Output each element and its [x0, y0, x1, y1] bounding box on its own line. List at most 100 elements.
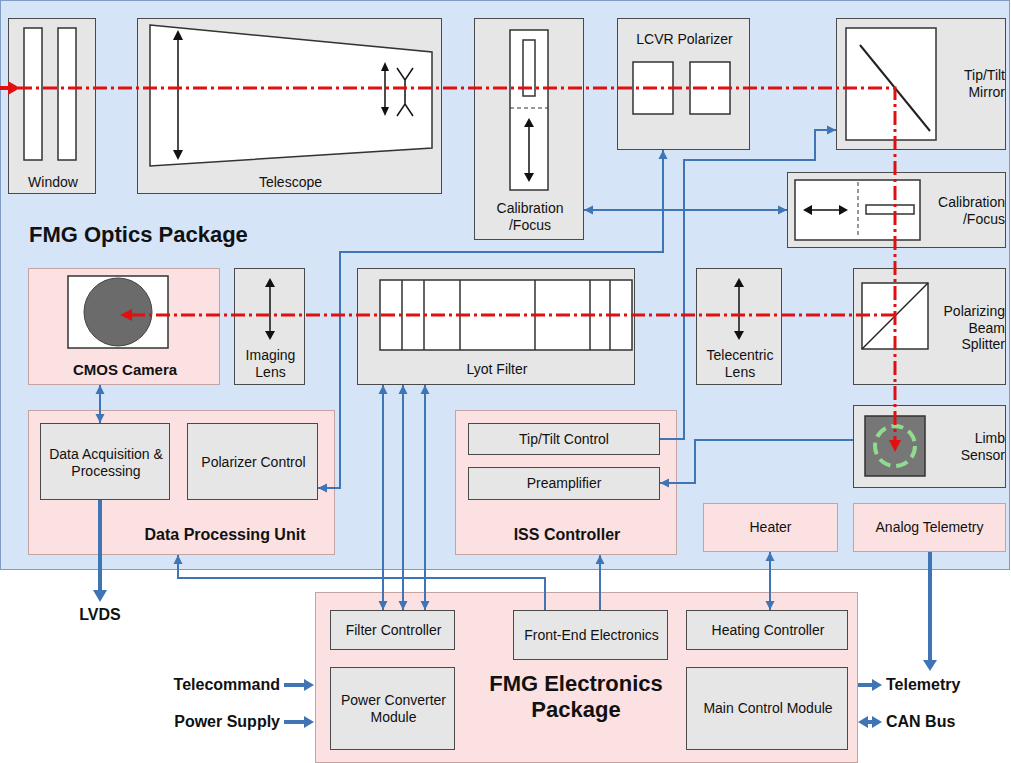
signal-label: LVDS — [79, 605, 120, 624]
signal-arrowhead — [872, 679, 882, 691]
text-area: Heating Controller — [689, 611, 847, 649]
connector-arrowhead — [766, 552, 775, 561]
text-area: FMG Optics Package — [29, 219, 309, 251]
text-area: Heater — [704, 504, 837, 551]
power-supply-line — [284, 720, 306, 724]
signal-connector — [174, 555, 546, 610]
lens-symbol — [269, 284, 271, 334]
connector-arrowhead — [379, 385, 388, 394]
text-area: Telescope — [138, 169, 443, 195]
component-box: Main Control Module — [686, 667, 848, 750]
focus-lens-symbol — [528, 124, 530, 176]
telescope-tube — [150, 25, 432, 166]
signal-connector — [766, 552, 775, 610]
component-label: Window — [28, 174, 78, 191]
lens-arrowhead — [524, 173, 534, 182]
text-area: Front-End Electronics — [516, 611, 667, 659]
calibration-mechanism — [795, 180, 920, 240]
lens-symbol — [738, 284, 740, 334]
unit-title: Data Processing Unit — [145, 525, 306, 544]
text-area: Calibration /Focus — [928, 181, 1005, 241]
lens-arrowhead — [734, 331, 744, 340]
window-pane — [58, 28, 76, 160]
lens-arrowhead — [734, 278, 744, 287]
component-box: Preamplifier — [468, 467, 660, 500]
connector-arrowhead — [584, 206, 593, 215]
text-area: Window — [9, 169, 97, 195]
concave-lens-symbol — [397, 68, 413, 116]
text-area: Power Converter Module — [335, 668, 452, 749]
connector-arrowhead — [778, 206, 787, 215]
solar-disk-image — [84, 278, 152, 346]
text-area: Data Processing Unit — [119, 521, 331, 549]
light-arrowhead — [8, 81, 20, 95]
text-area: Tip/Tilt Control — [469, 424, 659, 454]
connector-arrowhead — [174, 555, 183, 564]
camera-sensor — [68, 276, 168, 348]
component-label: Calibration /Focus — [475, 200, 585, 234]
lens-arrowhead — [265, 278, 275, 287]
connector-line — [660, 130, 836, 439]
component-label: Polarizer Control — [201, 454, 305, 471]
signal-arrowhead — [872, 716, 882, 728]
connector-arrowhead — [399, 385, 408, 394]
signal-arrowhead — [923, 660, 937, 671]
light-arrowhead — [120, 309, 132, 321]
lens-arrowhead — [173, 150, 183, 160]
text-area: LCVR Polarizer — [618, 27, 751, 51]
focus-lens-symbol — [809, 209, 842, 211]
component-label: Front-End Electronics — [524, 627, 659, 644]
component-label: Calibration /Focus — [928, 194, 1005, 228]
connector-line — [318, 150, 663, 488]
lens-arrowhead — [524, 118, 534, 127]
dashed-divider — [510, 108, 548, 109]
text-area: Polarizer Control — [192, 428, 315, 497]
text-area: Preamplifier — [469, 468, 659, 499]
component-box: Filter Controller — [330, 610, 455, 650]
lens-arrowhead — [173, 30, 183, 40]
component-box: Front-End Electronics — [513, 610, 668, 660]
text-area: ISS Controller — [456, 521, 678, 549]
component-label: Data Acquisition & Processing — [45, 446, 167, 480]
text-area: Polarizing Beam Splitter — [936, 289, 1005, 367]
text-area: Telemetry — [886, 674, 1006, 696]
signal-label: CAN Bus — [886, 712, 955, 731]
text-area: Analog Telemetry — [854, 504, 1005, 551]
component-label: Heater — [749, 519, 791, 536]
unit-title: FMG Electronics Package — [466, 671, 686, 724]
telemetry-line — [858, 683, 874, 687]
signal-label: Power Supply — [174, 712, 280, 731]
analog-telemetry-line — [928, 552, 932, 662]
connector-arrowhead — [596, 555, 605, 564]
connector-arrowhead — [379, 601, 388, 610]
component-label: LCVR Polarizer — [636, 31, 732, 48]
text-area: Filter Controller — [333, 611, 454, 649]
unit-title: ISS Controller — [514, 525, 621, 544]
signal-connector — [421, 385, 430, 610]
signal-arrowhead — [858, 716, 868, 728]
connector-line — [382, 385, 384, 610]
connector-arrowhead — [96, 385, 105, 394]
text-area: CAN Bus — [886, 711, 1006, 733]
signal-label: Telecommand — [174, 675, 280, 694]
dashed-divider — [858, 182, 859, 238]
component-label: Lyot Filter — [467, 361, 528, 378]
signal-arrowhead — [304, 679, 314, 691]
connector-line — [178, 555, 545, 610]
calibration-mechanism — [510, 30, 548, 190]
light-path — [18, 88, 895, 440]
component-label: Polarizing Beam Splitter — [936, 303, 1005, 353]
connector-line — [660, 440, 853, 483]
component-label: Telescope — [259, 174, 322, 191]
signal-connector — [660, 440, 853, 488]
text-area: Data Acquisition & Processing — [45, 428, 167, 497]
text-area: Calibration /Focus — [475, 197, 585, 237]
component-label: Heating Controller — [712, 622, 825, 639]
connector-line — [402, 385, 404, 610]
text-area: Telecommand — [120, 674, 280, 696]
lens-arrowhead — [381, 107, 389, 116]
text-area: Telecentric Lens — [697, 345, 783, 383]
unit-title: FMG Optics Package — [29, 222, 248, 248]
text-area: Imaging Lens — [235, 345, 306, 383]
